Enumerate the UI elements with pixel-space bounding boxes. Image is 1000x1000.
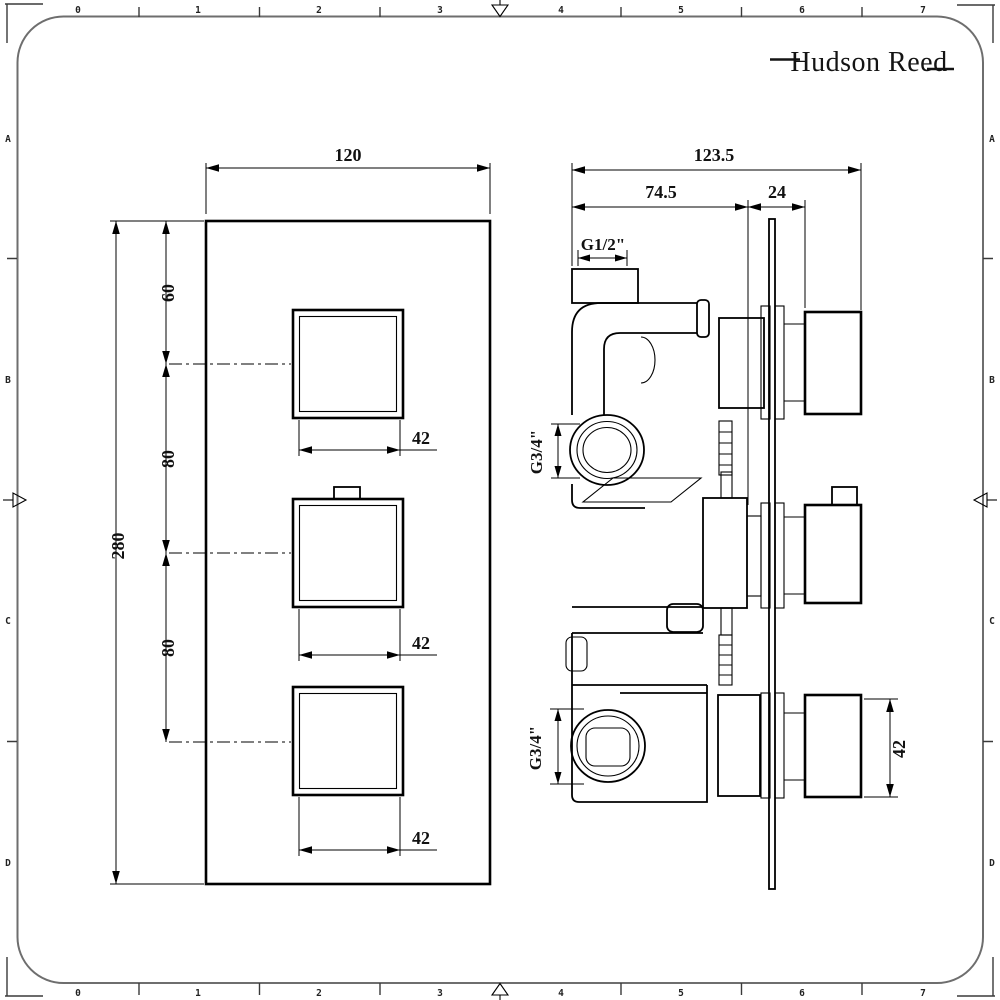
ruler-label: 3 <box>437 5 443 16</box>
front-view: 120 280 60 80 80 42 <box>108 145 492 886</box>
knob-indicator-tab <box>333 486 361 500</box>
ruler-label: B <box>5 375 11 386</box>
sheet-frame: 0 1 2 3 4 5 6 7 0 1 2 3 4 5 6 7 A B C D <box>3 0 997 1000</box>
dim-knob-spacing: 60 80 80 <box>158 221 178 742</box>
ruler-label: 4 <box>558 988 564 999</box>
ruler-label: A <box>989 134 995 145</box>
ruler-label: 1 <box>195 5 201 16</box>
elbow-pipe <box>571 299 710 415</box>
ruler-left: A B C D <box>5 134 17 869</box>
ruler-label: D <box>5 858 11 869</box>
ruler-label: 4 <box>558 5 564 16</box>
dim-label-knob3-width: 42 <box>412 828 430 848</box>
dim-label-plate-to-handle: 24 <box>768 182 786 202</box>
dim-knob3-width: 42 <box>298 797 437 856</box>
mid-pipework <box>565 603 704 672</box>
side-view: 123.5 74.5 24 G1/2" G3/4" <box>526 145 909 890</box>
dim-label-inlet-thread: G1/2" <box>581 235 625 254</box>
dim-bottom-port: G3/4" <box>526 708 584 785</box>
ruler-label: 6 <box>799 988 805 999</box>
dim-plate-to-handle: 24 <box>748 182 806 308</box>
dim-label-knob2-width: 42 <box>412 633 430 653</box>
dim-label-body-depth: 74.5 <box>645 182 677 202</box>
ruler-label: A <box>5 134 11 145</box>
ruler-label: B <box>989 375 995 386</box>
ruler-label: 0 <box>75 5 81 16</box>
port-g34-top <box>569 414 645 486</box>
corner-marks <box>5 3 995 997</box>
control-knob-front-1 <box>291 308 405 420</box>
control-assembly-middle <box>702 471 863 686</box>
dim-label-top-offset: 60 <box>158 284 178 302</box>
ruler-label: C <box>989 616 995 627</box>
control-knob-front-2 <box>291 486 405 609</box>
dim-label-spacing-upper: 80 <box>158 450 178 468</box>
ruler-label: 2 <box>316 5 322 16</box>
handle-indicator-tab <box>831 486 858 506</box>
dim-knob2-width: 42 <box>298 609 437 661</box>
dim-overall-depth: 123.5 <box>571 145 862 310</box>
body-chamfer-detail <box>581 477 703 503</box>
brand-logo-text: Hudson Reed <box>790 47 947 78</box>
dim-knob1-width: 42 <box>298 420 437 456</box>
ruler-label: 7 <box>920 5 926 16</box>
ruler-label: 5 <box>678 5 684 16</box>
control-assembly-bottom <box>717 692 863 799</box>
handle-side-top <box>803 310 863 416</box>
dim-mid-port: G3/4" <box>527 423 580 479</box>
threaded-stem-1 <box>718 420 733 476</box>
ruler-top: 0 1 2 3 4 5 6 7 <box>75 5 926 17</box>
dim-label-spacing-lower: 80 <box>158 639 178 657</box>
port-g34-bottom-outer <box>570 709 646 783</box>
dim-label-overall-depth: 123.5 <box>694 145 735 165</box>
ruler-bottom: 0 1 2 3 4 5 6 7 <box>75 983 926 999</box>
dim-handle-height: 42 <box>864 698 909 798</box>
dim-label-handle-height: 42 <box>889 740 909 758</box>
ruler-label: C <box>5 616 11 627</box>
body-lower-edge <box>571 484 645 509</box>
centering-marks <box>3 0 997 1000</box>
dim-plate-width: 120 <box>205 145 491 214</box>
handle-side-bottom <box>803 693 863 799</box>
handle-side-middle <box>803 503 863 605</box>
inlet-stub-g12 <box>571 268 639 304</box>
ruler-label: 1 <box>195 988 201 999</box>
ruler-label: D <box>989 858 995 869</box>
threaded-stem-2 <box>718 634 733 686</box>
port-g34-bottom-square <box>585 727 631 767</box>
control-assembly-top <box>718 305 863 476</box>
dim-plate-height: 280 <box>108 220 204 885</box>
dim-body-depth: 74.5 <box>572 182 749 505</box>
dim-label-knob1-width: 42 <box>412 428 430 448</box>
dim-label-plate-height: 280 <box>108 533 128 560</box>
ruler-label: 2 <box>316 988 322 999</box>
ruler-right: A B C D <box>983 134 995 869</box>
ruler-label: 6 <box>799 5 805 16</box>
ruler-label: 3 <box>437 988 443 999</box>
dim-label-mid-port: G3/4" <box>527 430 546 474</box>
dim-label-plate-width: 120 <box>335 145 362 165</box>
ruler-label: 5 <box>678 988 684 999</box>
dim-inlet-thread: G1/2" <box>577 235 628 266</box>
elbow-detail-arc <box>640 336 656 384</box>
sheet-border <box>16 15 984 984</box>
ruler-label: 0 <box>75 988 81 999</box>
bottom-body <box>570 633 708 803</box>
brand-logo: Hudson Reed <box>770 47 954 78</box>
dim-label-bottom-port: G3/4" <box>526 726 545 770</box>
control-knob-front-3 <box>291 685 405 797</box>
ruler-label: 7 <box>920 988 926 999</box>
